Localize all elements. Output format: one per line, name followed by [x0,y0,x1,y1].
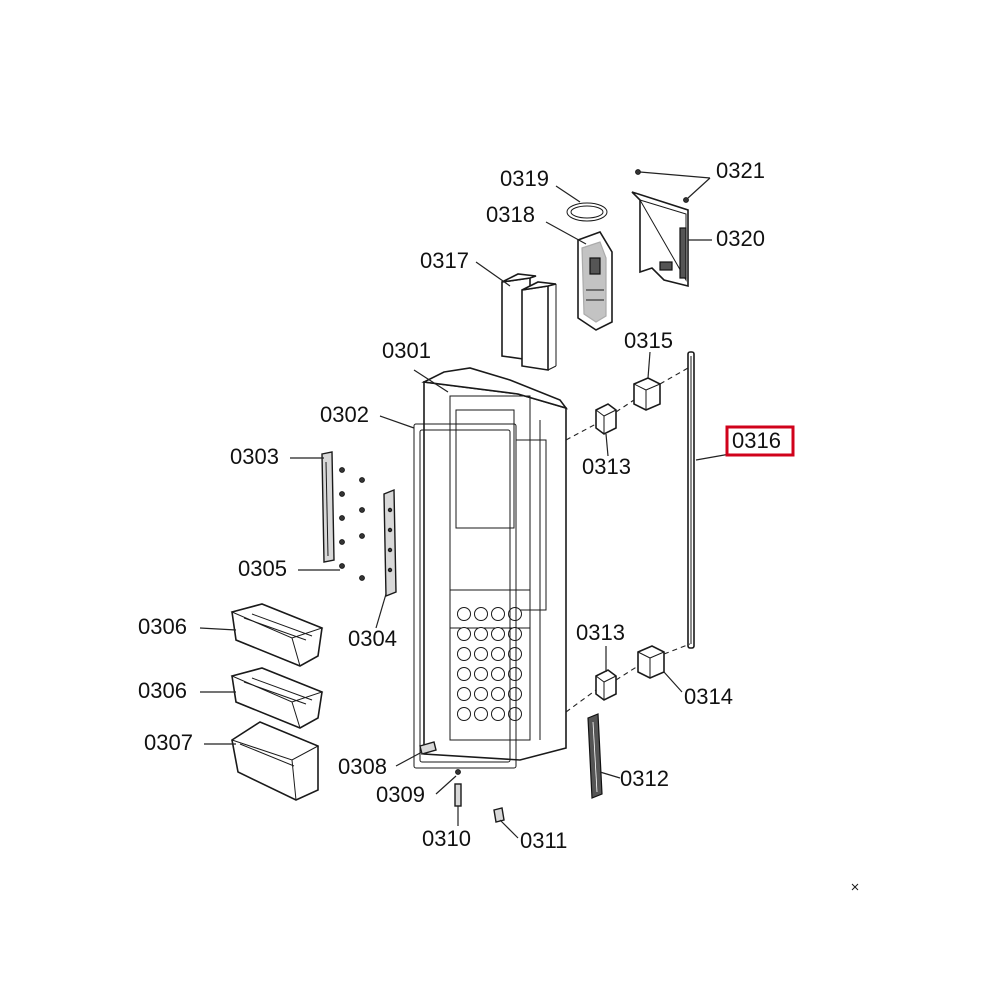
label-0311: 0311 [520,828,567,853]
door-pattern-circle [491,627,505,641]
door-pattern-circle [457,607,471,621]
label-0313-lower: 0313 [576,620,625,645]
label-0321: 0321 [716,158,765,183]
door-pattern-circle [474,627,488,641]
part-0318-housing [577,231,613,331]
door-pattern-circle [491,667,505,681]
part-0306-shelf-upper [230,603,324,667]
label-0309: 0309 [376,782,425,807]
part-0301-door-panel [421,367,569,761]
corner-mark [851,883,859,891]
leader-lines [199,171,731,839]
part-0307-bin [230,721,320,801]
part-0316-rod [687,351,695,649]
door-pattern-circle [457,707,471,721]
part-0304-rail [383,488,397,598]
label-0305: 0305 [238,556,287,581]
label-0304: 0304 [348,626,397,651]
label-0308: 0308 [338,754,387,779]
door-pattern-circle [491,647,505,661]
door-pattern-circle [508,627,522,641]
label-0319: 0319 [500,166,549,191]
label-0312: 0312 [620,766,669,791]
label-0307: 0307 [144,730,193,755]
label-0314: 0314 [684,684,733,709]
part-0312-strip [587,713,603,799]
door-pattern-circle [457,627,471,641]
door-pattern-circle [457,647,471,661]
label-0320: 0320 [716,226,765,251]
label-0301: 0301 [382,338,431,363]
door-circle-pattern [457,607,522,721]
door-pattern-circle [474,647,488,661]
door-pattern-circle [474,707,488,721]
label-0315: 0315 [624,328,673,353]
part-0317-paddle [501,273,557,371]
door-pattern-circle [474,607,488,621]
door-pattern-circle [508,667,522,681]
part-0315-block [633,377,661,411]
part-0311-clip [493,807,505,823]
label-0318: 0318 [486,202,535,227]
assembly-lines [565,367,691,713]
door-pattern-circle [491,607,505,621]
door-pattern-circle [457,687,471,701]
part-0303-strip [321,451,335,563]
label-0306-upper: 0306 [138,614,187,639]
label-0303: 0303 [230,444,279,469]
door-pattern-circle [457,667,471,681]
door-pattern-circle [474,667,488,681]
label-0317: 0317 [420,248,469,273]
part-0313-block-lower [595,669,617,701]
part-0309-pin [455,769,461,775]
door-pattern-circle [491,687,505,701]
part-0310-post [454,783,462,807]
door-pattern-circle [508,647,522,661]
door-pattern-circle [474,687,488,701]
door-pattern-circle [508,687,522,701]
part-0305-screws [339,467,365,581]
part-0313-block-upper [595,403,617,435]
label-0316: 0316 [732,428,781,453]
label-0313-upper: 0313 [582,454,631,479]
door-pattern-circle [491,707,505,721]
part-0306-shelf-lower [230,667,324,729]
part-0302-gasket [413,423,517,769]
part-labels: 0319 0318 0321 0320 0317 0301 0315 0302 … [138,158,781,853]
label-0310: 0310 [422,826,471,851]
part-0319-ring [566,202,608,222]
part-0308-clip [419,741,437,755]
part-0321-screws [635,169,689,203]
label-0302: 0302 [320,402,369,427]
highlight-box-0316 [725,425,795,457]
part-0314-block [637,645,665,679]
part-0320-bracket [631,191,689,288]
label-0306-lower: 0306 [138,678,187,703]
door-pattern-circle [508,707,522,721]
door-pattern-circle [508,607,522,621]
